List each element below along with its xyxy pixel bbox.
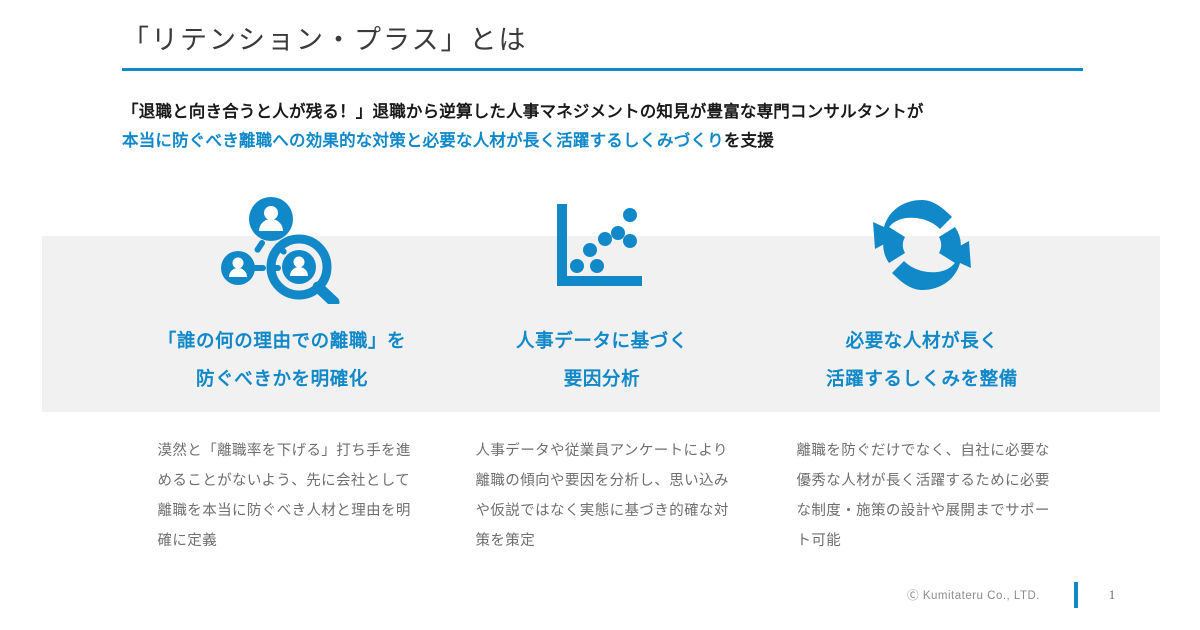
feature-body-3: 離職を防ぐだけでなく、自社に必要な優秀な人材が長く活躍するために必要な制度・施策… <box>796 443 1050 549</box>
feature-body-1: 漠然と「離職率を下げる」打ち手を進めることがないよう、先に会社として離職を本当に… <box>157 443 411 549</box>
feature-heading-3: 必要な人材が長く 活躍するしくみを整備 <box>826 322 1018 398</box>
feature-column-2: 人事データに基づく 要因分析 人事データや従業員アンケートにより離職の傾向や要因… <box>442 186 762 556</box>
copyright-text: Ⓒ Kumitateru Co., LTD. <box>907 590 1040 602</box>
feature-heading-3-line-2: 活躍するしくみを整備 <box>826 368 1018 389</box>
feature-body-2: 人事データや従業員アンケートにより離職の傾向や要因を分析し、思い込みや仮説ではな… <box>475 443 729 549</box>
refresh-cycle-icon <box>859 186 985 304</box>
lead-paragraph: 「退職と向き合うと人が残る！」退職から逆算した人事マネジメントの知見が豊富な専門… <box>122 98 1122 156</box>
feature-column-1: 「誰の何の理由での離職」を 防ぐべきかを明確化 漠然と「離職率を下げる」打ち手を… <box>122 186 442 556</box>
feature-heading-1-line-2: 防ぐべきかを明確化 <box>196 368 368 389</box>
feature-heading-1: 「誰の何の理由での離職」を 防ぐべきかを明確化 <box>158 322 406 398</box>
feature-heading-2-line-2: 要因分析 <box>563 368 641 389</box>
feature-heading-1-line-1: 「誰の何の理由での離職」を <box>157 330 407 351</box>
scatter-chart-icon <box>542 186 662 304</box>
footer-divider-bar <box>1074 582 1078 608</box>
lead-line-1: 「退職と向き合うと人が残る！」退職から逆算した人事マネジメントの知見が豊富な専門… <box>122 103 924 121</box>
feature-columns: 「誰の何の理由での離職」を 防ぐべきかを明確化 漠然と「離職率を下げる」打ち手を… <box>122 186 1082 556</box>
title-underline-rule <box>122 68 1083 71</box>
feature-heading-2: 人事データに基づく 要因分析 <box>516 322 688 398</box>
page-title: 「リテンション・プラス」とは <box>122 25 528 55</box>
feature-column-3: 必要な人材が長く 活躍するしくみを整備 離職を防ぐだけでなく、自社に必要な優秀な… <box>762 186 1082 556</box>
people-search-icon <box>216 186 348 304</box>
lead-line-2: 本当に防ぐべき離職への効果的な対策と必要な人材が長く活躍するしくみづくりを支援 <box>122 127 1122 156</box>
page-number: 1 <box>1108 587 1116 602</box>
lead-highlight-text: 本当に防ぐべき離職への効果的な対策と必要な人材が長く活躍するしくみづくり <box>122 132 724 150</box>
feature-heading-3-line-1: 必要な人材が長く <box>845 330 999 351</box>
feature-heading-2-line-1: 人事データに基づく <box>516 330 688 351</box>
slide-footer: Ⓒ Kumitateru Co., LTD. 1 <box>907 582 1118 608</box>
lead-tail-text: を支援 <box>723 132 774 150</box>
